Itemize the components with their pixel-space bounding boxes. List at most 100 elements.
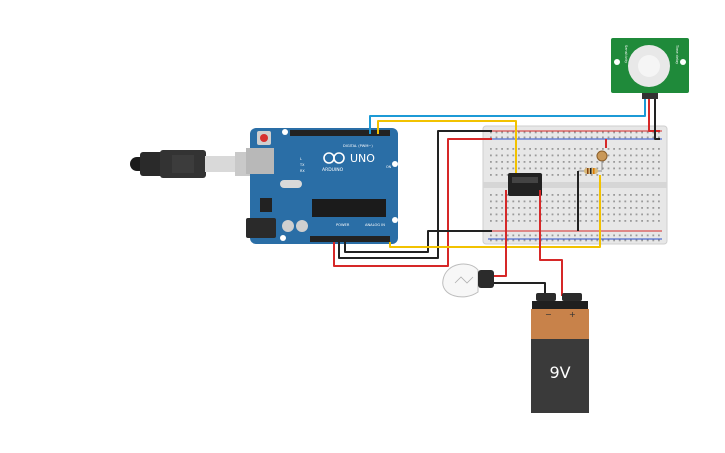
breadboard-hole	[495, 220, 498, 222]
breadboard-hole	[506, 154, 509, 157]
pir-sensor[interactable]: Sensitivity Time delay	[611, 38, 689, 99]
breadboard-hole	[574, 167, 576, 170]
breadboard-hole	[641, 161, 643, 163]
breadboard-hole	[658, 220, 660, 222]
breadboard-hole	[490, 154, 492, 157]
breadboard-hole	[596, 131, 599, 134]
wires[interactable]	[333, 99, 660, 296]
breadboard-hole	[613, 200, 615, 203]
breadboard-hole	[523, 148, 526, 150]
breadboard-hole	[579, 207, 582, 209]
light-bulb-icon[interactable]	[442, 263, 494, 298]
wire-red-top	[333, 138, 492, 267]
breadboard-hole	[613, 234, 615, 237]
wire-black-bottom	[344, 230, 492, 253]
digital-label: DIGITAL (PWM~)	[343, 144, 373, 148]
relay-module[interactable]	[508, 173, 542, 196]
breadboard-hole	[607, 136, 610, 139]
breadboard-hole	[546, 161, 548, 163]
breadboard-hole	[618, 136, 621, 139]
breadboard-hole	[540, 239, 543, 242]
breadboard-hole	[540, 161, 543, 163]
breadboard-hole	[562, 154, 565, 157]
breadboard-hole	[529, 213, 531, 216]
breadboard-hole	[490, 200, 492, 203]
breadboard-hole	[529, 136, 531, 139]
breadboard-hole	[512, 131, 515, 134]
battery-9v[interactable]: − + 9V	[531, 293, 589, 413]
breadboard-hole	[613, 161, 615, 163]
breadboard-hole	[624, 200, 627, 203]
breadboard-hole	[518, 234, 520, 237]
breadboard-hole	[585, 154, 587, 157]
battery-minus-label: −	[545, 310, 552, 319]
breadboard-hole	[523, 234, 526, 237]
breadboard-hole	[490, 220, 492, 222]
breadboard-hole	[624, 148, 627, 150]
breadboard-hole	[590, 207, 593, 209]
breadboard-hole	[568, 234, 571, 237]
breadboard-hole	[630, 131, 632, 134]
breadboard-hole	[618, 154, 621, 157]
pir-left-text: Sensitivity	[624, 45, 628, 63]
breadboard-hole	[596, 194, 599, 196]
breadboard-hole	[646, 194, 649, 196]
breadboard-hole	[490, 136, 492, 139]
breadboard-hole	[630, 194, 632, 196]
breadboard-hole	[579, 194, 582, 196]
breadboard[interactable]	[482, 125, 668, 245]
breadboard-hole	[551, 207, 554, 209]
breadboard-hole	[652, 200, 655, 203]
breadboard-hole	[495, 207, 498, 209]
breadboard-hole	[501, 213, 503, 216]
breadboard-hole	[529, 154, 531, 157]
breadboard-hole	[568, 148, 571, 150]
breadboard-hole	[495, 239, 498, 242]
arduino-uno-board[interactable]: UNO ARDUINO DIGITAL (PWM~) POWER ANALOG …	[246, 128, 398, 244]
breadboard-hole	[607, 239, 610, 242]
breadboard-hole	[658, 200, 660, 203]
breadboard-hole	[658, 161, 660, 163]
breadboard-hole	[501, 161, 503, 163]
breadboard-hole	[574, 154, 576, 157]
breadboard-hole	[518, 161, 520, 163]
breadboard-hole	[495, 154, 498, 157]
breadboard-hole	[585, 200, 587, 203]
breadboard-hole	[546, 136, 548, 139]
wire-black-lamp-battery	[493, 282, 546, 296]
breadboard-hole	[506, 167, 509, 170]
breadboard-hole	[495, 200, 498, 203]
breadboard-hole	[602, 200, 604, 203]
breadboard-hole	[596, 148, 599, 150]
breadboard-hole	[630, 161, 632, 163]
breadboard-hole	[506, 220, 509, 222]
breadboard-hole	[534, 154, 537, 157]
breadboard-hole	[646, 207, 649, 209]
breadboard-hole	[646, 200, 649, 203]
resistor[interactable]	[578, 168, 602, 174]
breadboard-hole	[495, 161, 498, 163]
breadboard-hole	[512, 136, 515, 139]
breadboard-hole	[630, 200, 632, 203]
breadboard-hole	[618, 131, 621, 134]
breadboard-hole	[635, 161, 638, 163]
breadboard-hole	[490, 174, 492, 176]
breadboard-hole	[546, 154, 548, 157]
breadboard-hole	[568, 167, 571, 170]
breadboard-hole	[590, 161, 593, 163]
l-led-label: L	[300, 157, 302, 161]
breadboard-hole	[613, 174, 615, 176]
breadboard-hole	[585, 161, 587, 163]
breadboard-hole	[641, 207, 643, 209]
breadboard-hole	[607, 154, 610, 157]
battery-terminal-minus	[536, 293, 556, 301]
breadboard-hole	[607, 174, 610, 176]
breadboard-hole	[635, 194, 638, 196]
breadboard-hole	[506, 136, 509, 139]
breadboard-hole	[562, 213, 565, 216]
breadboard-hole	[540, 167, 543, 170]
breadboard-hole	[562, 239, 565, 242]
photoresistor[interactable]	[596, 150, 608, 170]
